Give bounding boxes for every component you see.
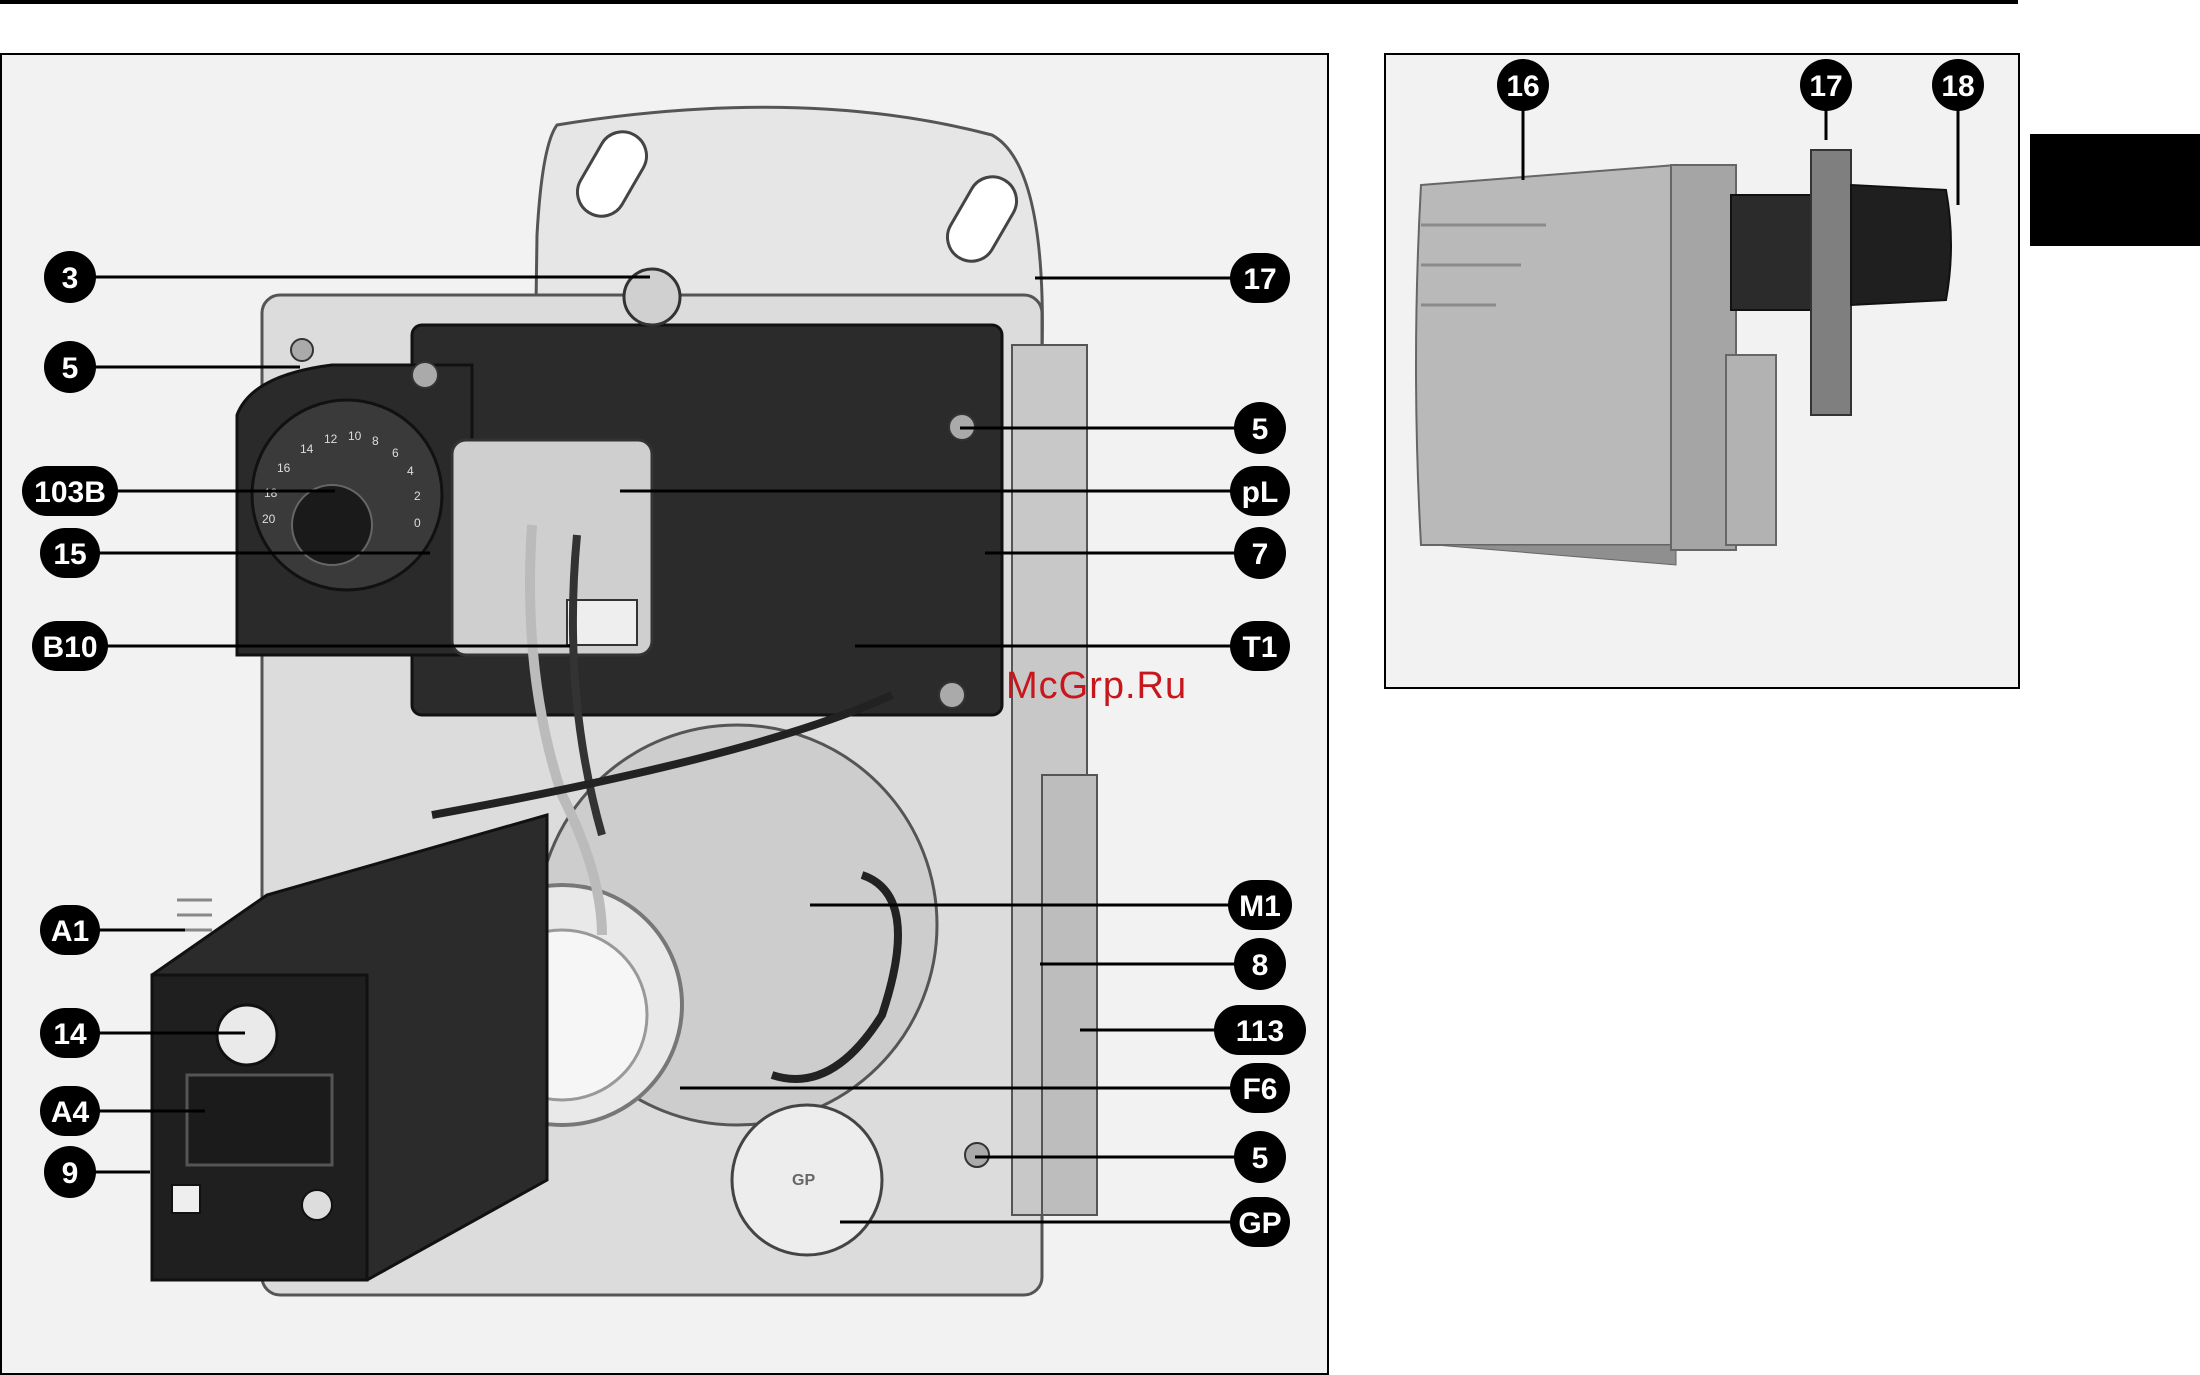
callout-gp: GP: [1230, 1197, 1290, 1247]
svg-text:B10: B10: [42, 631, 97, 664]
callout-18: 18: [1932, 59, 1984, 111]
callout-7: 7: [1234, 527, 1286, 579]
callout-t1: T1: [1230, 621, 1290, 671]
callout-pl: pL: [1230, 466, 1290, 516]
svg-text:3: 3: [62, 262, 79, 295]
svg-text:5: 5: [1252, 413, 1269, 446]
watermark: McGrp.Ru: [1006, 665, 1187, 708]
svg-text:GP: GP: [1238, 1207, 1281, 1240]
callout-3: 3: [44, 251, 96, 303]
svg-text:A1: A1: [51, 915, 89, 948]
svg-text:9: 9: [62, 1157, 79, 1190]
svg-text:pL: pL: [1242, 476, 1279, 509]
svg-text:5: 5: [62, 352, 79, 385]
callout-f6: F6: [1230, 1063, 1290, 1113]
svg-text:5: 5: [1252, 1142, 1269, 1175]
callout-17: 17: [1230, 253, 1290, 303]
svg-text:7: 7: [1252, 538, 1269, 571]
svg-text:14: 14: [53, 1018, 87, 1051]
callout-8: 8: [1234, 938, 1286, 990]
callout-113: 113: [1214, 1005, 1306, 1055]
svg-text:17: 17: [1809, 70, 1842, 103]
svg-text:16: 16: [1506, 70, 1539, 103]
callout-5: 5: [44, 341, 96, 393]
callout-a1: A1: [40, 905, 100, 955]
svg-text:T1: T1: [1242, 631, 1277, 664]
callout-14: 14: [40, 1008, 100, 1058]
callout-b10: B10: [32, 621, 108, 671]
svg-text:8: 8: [1252, 949, 1269, 982]
svg-text:15: 15: [53, 538, 86, 571]
callout-9: 9: [44, 1146, 96, 1198]
callout-a4: A4: [40, 1086, 100, 1136]
svg-text:A4: A4: [51, 1096, 90, 1129]
svg-text:103B: 103B: [34, 476, 106, 509]
callout-17: 17: [1800, 59, 1852, 111]
callout-103b: 103B: [22, 466, 118, 516]
svg-text:M1: M1: [1239, 890, 1281, 923]
svg-text:F6: F6: [1242, 1073, 1277, 1106]
svg-text:18: 18: [1941, 70, 1974, 103]
callout-16: 16: [1497, 59, 1549, 111]
callout-5: 5: [1234, 402, 1286, 454]
svg-text:17: 17: [1243, 263, 1276, 296]
callout-5: 5: [1234, 1131, 1286, 1183]
svg-text:113: 113: [1236, 1015, 1284, 1048]
callout-15: 15: [40, 528, 100, 578]
callout-m1: M1: [1228, 880, 1292, 930]
